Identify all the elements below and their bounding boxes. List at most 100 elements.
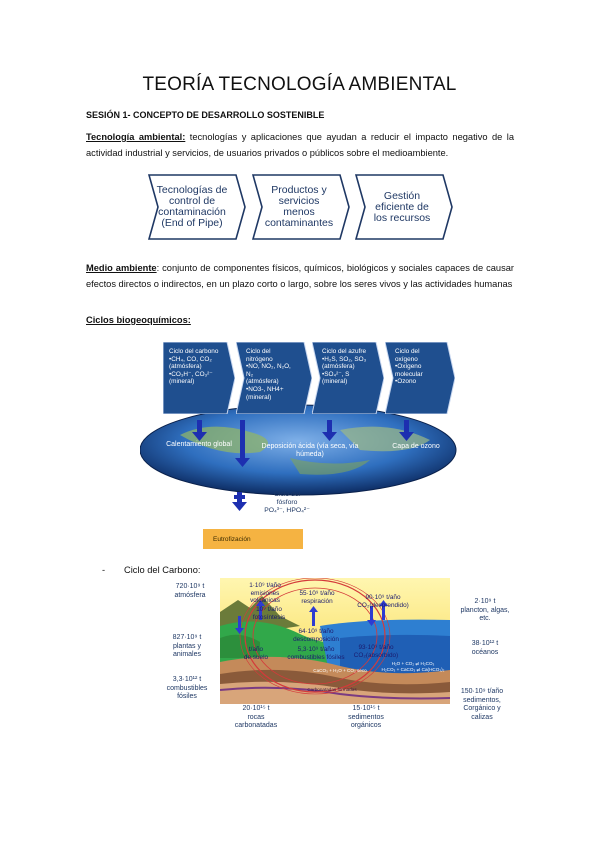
flux-released-label: CO₂(desprendido) [357, 601, 409, 609]
carbon-plants-label1: plantas y [172, 642, 202, 650]
flux-decomposition: 64·10⁹ t/año descomposición [288, 628, 344, 643]
phosphorus-cycle: Ciclo del fósforo PO₄³⁻, HPO₄²⁻ [247, 491, 327, 515]
label-acid-deposition: Deposición ácida (vía seca, vía húmeda) [261, 443, 359, 458]
equation-2: H₂CO₃ + CaCO₃ ⇌ Ca(HCO₃)₂ [381, 667, 445, 672]
carbon-sediments-label3: calizas [471, 713, 493, 721]
cycle-nitrogen-line2: (atmósfera) [246, 378, 279, 386]
chevron-1: Tecnologías de control de contaminación … [148, 174, 246, 240]
equation-3: CaCO₃ + H₂O + CO₂ seco [313, 668, 367, 673]
phosphorus-line3: PO₄³⁻, HPO₄²⁻ [264, 507, 310, 514]
flux-fossil-value: 5,3·10⁹ t/año [297, 646, 335, 653]
chevron-1-label: Tecnologías de control de contaminación … [156, 184, 228, 229]
cycle-nitrogen-line3: •NO3-, NH4+ [246, 385, 284, 393]
carbon-rocks-value: 20·10¹⁵ t [242, 705, 270, 712]
flux-decomposition-label: descomposición [293, 635, 339, 643]
carbon-rocks-label1: rocas [247, 713, 265, 721]
cycle-oxygen-name: Ciclo del oxígeno [395, 348, 420, 363]
flux-fossil-label: combustibles fósiles [287, 653, 345, 661]
carbon-atmosphere-value: 720·10⁹ t [175, 583, 205, 590]
phosphorus-line2: fósforo [276, 499, 298, 506]
carbon-plants: 827·10⁹ t plantas y animales [156, 634, 218, 660]
carbon-sediments-label2: Corgánico y [463, 705, 501, 712]
environment-paragraph: Medio ambiente: conjunto de componentes … [86, 261, 514, 292]
chevron-3-label: Gestión eficiente de los recursos [373, 189, 431, 224]
chevron-2-label: Productos y servicios menos contaminante… [264, 184, 334, 229]
flux-photosynthesis-label: fotosíntesis [252, 613, 286, 621]
phosphorus-line1: Ciclo del [273, 491, 301, 498]
chevron-2: Productos y servicios menos contaminante… [252, 174, 350, 240]
carbon-plankton-label2: etc. [479, 615, 491, 622]
cycle-carbon-line1: •CH₄, CO, CO₂ [169, 355, 212, 363]
tech-definition: tecnologías y aplicaciones que ayudan a … [86, 132, 514, 158]
cycle-sulfur: Ciclo del azufre •H₂S, SO₂, SO₃ (atmósfe… [312, 342, 384, 414]
flux-absorbed-label: CO₂(absorbido) [353, 651, 399, 659]
session-heading: SESIÓN 1- CONCEPTO DE DESARROLLO SOSTENI… [86, 110, 325, 120]
cycle-oxygen-line1: •Oxígeno [395, 363, 422, 371]
flux-respiration: 55·10⁹ t/año respiración [292, 590, 342, 605]
carbon-rocks: 20·10¹⁵ t rocas carbonatadas [226, 705, 286, 731]
cycle-oxygen-line3: •Ozono [395, 378, 417, 386]
cycle-carbon-line3: •CO₃H⁻, CO₃²⁻ [169, 370, 213, 378]
carbon-atmosphere: 720·10⁹ t atmósfera [160, 583, 220, 600]
flux-soil-label: de suelo [243, 653, 269, 661]
equation-1: H₂O + CO₂ ⇌ H₂CO₃ [391, 661, 435, 666]
flux-respiration-label: respiración [301, 597, 333, 605]
flux-volcanic-label2: volcánicas [250, 597, 280, 605]
cycle-nitrogen-name: Ciclo del nitrógeno [246, 348, 273, 363]
page-title: TEORÍA TECNOLOGÍA AMBIENTAL [142, 74, 457, 95]
cycle-nitrogen-line4: (mineral) [246, 393, 272, 401]
sediment-label: Carbonatadas formadas [307, 687, 357, 692]
bullet-dash: - [102, 565, 106, 575]
cycle-carbon-name: Ciclo del carbono [169, 348, 219, 355]
flux-respiration-value: 55·10⁹ t/año [299, 590, 335, 597]
cycle-carbon-line2: (atmósfera) [169, 363, 202, 371]
carbon-plankton-value: 2·10⁹ t [474, 598, 496, 605]
carbon-rocks-label2: carbonatadas [234, 722, 278, 729]
label-ozone-layer: Capa de ozono [392, 443, 440, 450]
cycle-sulfur-line1: •H₂S, SO₂, SO₃ [322, 355, 367, 363]
cycle-carbon-line4: (mineral) [169, 378, 195, 386]
carbon-oceans-label: océanos [471, 648, 499, 656]
flux-released: 90·10⁹ t/año CO₂(desprendido) [350, 594, 416, 609]
carbon-oceans-value: 38·10¹² t [471, 640, 499, 647]
carbon-plankton-label1: plancton, algas, [460, 606, 510, 614]
label-global-warming: Calentamiento global [166, 441, 232, 448]
tech-term: Tecnología ambiental: [86, 132, 186, 142]
flux-volcanic: 1·10⁹ t/año emisiones volcánicas [240, 582, 290, 605]
cycles-heading: Ciclos biogeoquímicos: [86, 315, 191, 325]
carbon-sediments-label1: sedimentos, [463, 696, 501, 704]
cycle-arrows [192, 420, 414, 511]
cycle-nitrogen: Ciclo del nitrógeno •NO, NO₂, N₂O, N₂ (a… [236, 342, 312, 414]
flux-volcanic-label1: emisiones [250, 589, 280, 597]
tech-paragraph: Tecnología ambiental: tecnologías y apli… [86, 130, 514, 161]
carbon-cycle-graphic [220, 578, 450, 704]
flux-absorbed: 93·10⁹ t/año CO₂(absorbido) [346, 644, 406, 659]
carbon-cycle-heading: Ciclo del Carbono: [124, 565, 201, 575]
carbon-fossil: 3,3·10¹² t combustibles fósiles [156, 676, 218, 702]
environment-definition: : conjunto de componentes físicos, quími… [86, 263, 514, 289]
carbon-organic-label2: orgánicos [350, 722, 382, 729]
carbon-oceans: 38·10¹² t océanos [448, 640, 522, 657]
carbon-plants-value: 827·10⁹ t [172, 634, 202, 641]
carbon-plants-label2: animales [172, 651, 201, 658]
flux-photosynthesis: 10⁹ t/año fotosíntesis [246, 606, 292, 621]
cycle-oxygen-line2: molecular [395, 370, 423, 378]
chevron-3: Gestión eficiente de los recursos [355, 174, 453, 240]
carbon-sediments: 150·10⁹ t/año sedimentos, Corgánico y ca… [440, 688, 524, 722]
flux-released-value: 90·10⁹ t/año [365, 594, 401, 601]
flux-photosynthesis-value: 10⁹ t/año [256, 606, 282, 613]
carbon-organic-value: 15·10¹⁵ t [352, 705, 380, 712]
eutrophication-box: Eutrofización [203, 529, 303, 549]
carbon-atmosphere-label: atmósfera [174, 591, 206, 599]
carbon-sediments-value: 150·10⁹ t/año [460, 688, 504, 695]
carbon-plankton: 2·10⁹ t plancton, algas, etc. [448, 598, 522, 624]
carbon-fossil-label2: fósiles [177, 693, 197, 700]
carbon-fossil-value: 3,3·10¹² t [172, 676, 202, 683]
cycle-sulfur-name: Ciclo del azufre [322, 348, 367, 355]
flux-absorbed-value: 93·10⁹ t/año [358, 644, 394, 651]
flux-fossil: 5,3·10⁹ t/año combustibles fósiles [282, 646, 350, 661]
carbon-fossil-label1: combustibles [166, 684, 208, 692]
carbon-organic-sediments: 15·10¹⁵ t sedimentos orgánicos [334, 705, 398, 731]
cycle-carbon: Ciclo del carbono •CH₄, CO, CO₂ (atmósfe… [163, 342, 235, 414]
flux-soil: t/año de suelo [236, 646, 276, 661]
